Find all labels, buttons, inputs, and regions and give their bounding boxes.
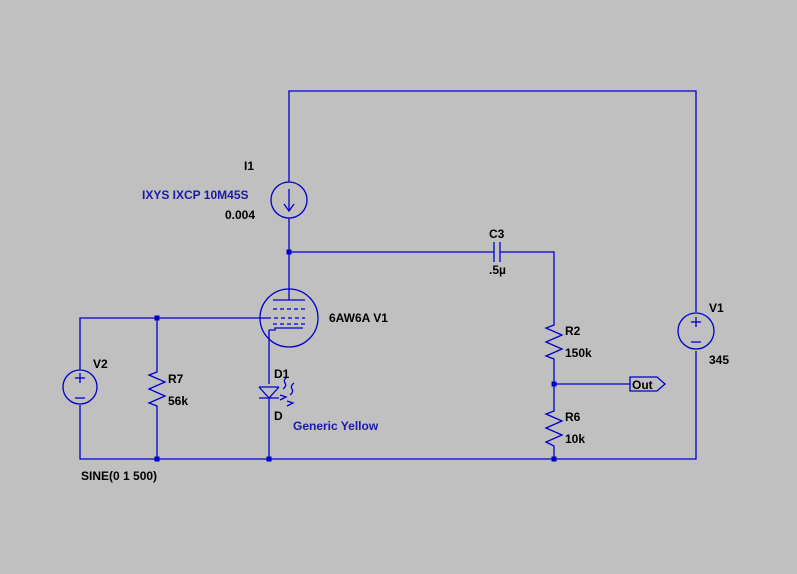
r6-value: 10k [565,432,585,446]
vacuum-tube-v1[interactable] [259,288,319,348]
net-label-out[interactable] [629,376,666,392]
d1-ref: D1 [274,367,290,381]
i1-ref: I1 [244,159,254,173]
r2-ref: R2 [565,324,581,338]
junction-plate [286,249,292,255]
c3-ref: C3 [489,227,505,241]
r6-ref: R6 [565,410,581,424]
led-d1[interactable] [258,376,295,407]
d1-model-short: D [274,409,283,423]
current-source-i1[interactable] [270,181,308,219]
wire-bottom-rail[interactable] [79,351,697,460]
v2-ref: V2 [93,357,108,371]
d1-model: Generic Yellow [293,419,379,433]
v2-value: SINE(0 1 500) [81,469,157,483]
wire-c3-r2[interactable] [500,251,555,321]
junction-gnd-r6 [551,456,557,462]
r7-ref: R7 [168,372,184,386]
voltage-source-v1[interactable] [677,312,715,350]
resistor-r2[interactable] [544,321,564,363]
out-label: Out [632,378,653,392]
r2-value: 150k [565,346,592,360]
voltage-source-v2[interactable] [62,369,98,405]
resistor-r6[interactable] [544,407,564,450]
junctions [154,249,557,462]
i1-model: IXYS IXCP 10M45S [142,188,249,202]
wire-grid[interactable] [79,317,262,370]
v1-value: 345 [709,353,729,367]
tube-ref: 6AW6A V1 [329,311,388,325]
junction-out [551,381,557,387]
capacitor-c3[interactable] [493,242,501,262]
c3-value: .5µ [489,263,506,277]
v1-ref: V1 [709,301,724,315]
resistor-r7[interactable] [147,368,167,410]
junction-gnd-r7 [154,456,160,462]
junction-gnd-d1 [266,456,272,462]
junction-grid [154,315,160,321]
i1-value: 0.004 [225,208,255,222]
wire-top[interactable] [288,90,697,312]
r7-value: 56k [168,394,188,408]
